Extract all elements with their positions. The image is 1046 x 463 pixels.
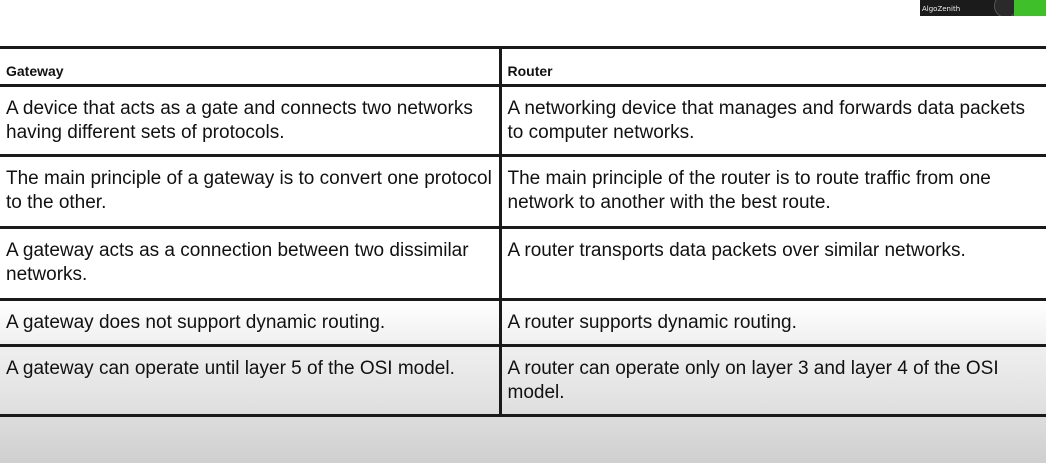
router-cell: A router supports dynamic routing. bbox=[498, 298, 1046, 347]
header-gateway: Gateway bbox=[0, 46, 502, 87]
gateway-cell: A device that acts as a gate and connect… bbox=[0, 84, 502, 157]
router-cell: A networking device that manages and for… bbox=[498, 84, 1046, 157]
webcam-label: AlgoZenith bbox=[922, 5, 961, 13]
router-cell: A router can operate only on layer 3 and… bbox=[498, 344, 1046, 417]
webcam-background bbox=[1014, 0, 1046, 16]
table-row: A gateway does not support dynamic routi… bbox=[0, 298, 1046, 347]
gateway-cell: A gateway can operate until layer 5 of t… bbox=[0, 344, 502, 417]
router-cell: A router transports data packets over si… bbox=[498, 226, 1046, 301]
gateway-cell: A gateway acts as a connection between t… bbox=[0, 226, 502, 301]
table-row: The main principle of a gateway is to co… bbox=[0, 154, 1046, 229]
router-cell: The main principle of the router is to r… bbox=[498, 154, 1046, 229]
gateway-cell: A gateway does not support dynamic routi… bbox=[0, 298, 502, 347]
table-row: A gateway acts as a connection between t… bbox=[0, 226, 1046, 301]
table-row: A device that acts as a gate and connect… bbox=[0, 84, 1046, 157]
table-row: A gateway can operate until layer 5 of t… bbox=[0, 344, 1046, 417]
gateway-cell: The main principle of a gateway is to co… bbox=[0, 154, 502, 229]
gateway-vs-router-table: Gateway Router A device that acts as a g… bbox=[0, 46, 1046, 417]
header-router: Router bbox=[498, 46, 1046, 87]
table-header-row: Gateway Router bbox=[0, 46, 1046, 87]
webcam-overlay: AlgoZenith bbox=[920, 0, 1046, 16]
